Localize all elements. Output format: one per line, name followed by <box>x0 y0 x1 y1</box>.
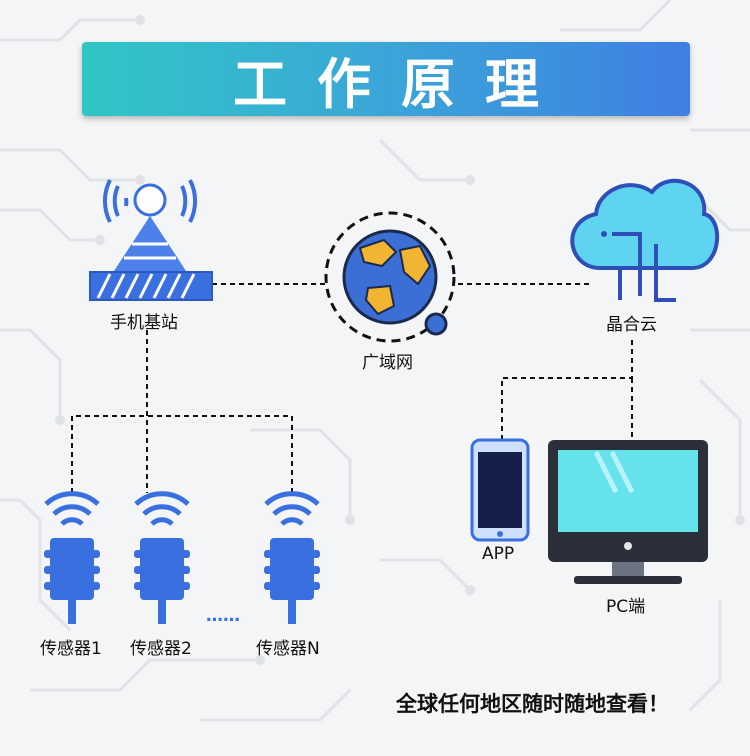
phone-icon <box>470 438 530 542</box>
title-banner: 工作原理 <box>82 42 690 116</box>
cloud-icon <box>570 178 720 302</box>
sensor-2-icon <box>134 491 190 624</box>
sensor-1-label: 传感器1 <box>40 639 102 659</box>
base-station-label: 手机基站 <box>110 313 178 333</box>
sensor-1-icon <box>44 491 100 624</box>
line-cloud-to-app <box>501 340 633 440</box>
tagline: 全球任何地区随时随地查看！ <box>396 692 669 716</box>
sensor-2-label: 传感器2 <box>130 639 192 659</box>
pc-monitor-icon <box>548 440 708 584</box>
base-station-icon <box>89 179 213 301</box>
sensor-n-icon <box>264 491 320 624</box>
wan-label: 广域网 <box>362 353 413 373</box>
app-label: APP <box>482 544 515 564</box>
cloud-label: 晶合云 <box>606 315 657 335</box>
sensor-ellipsis: …… <box>206 606 240 626</box>
globe-icon <box>324 211 456 343</box>
connector-lines <box>71 283 633 493</box>
pc-label: PC端 <box>606 597 646 617</box>
line-sensor-bus <box>71 415 293 493</box>
banner-title: 工作原理 <box>233 52 569 116</box>
sensor-n-label: 传感器N <box>256 639 320 659</box>
